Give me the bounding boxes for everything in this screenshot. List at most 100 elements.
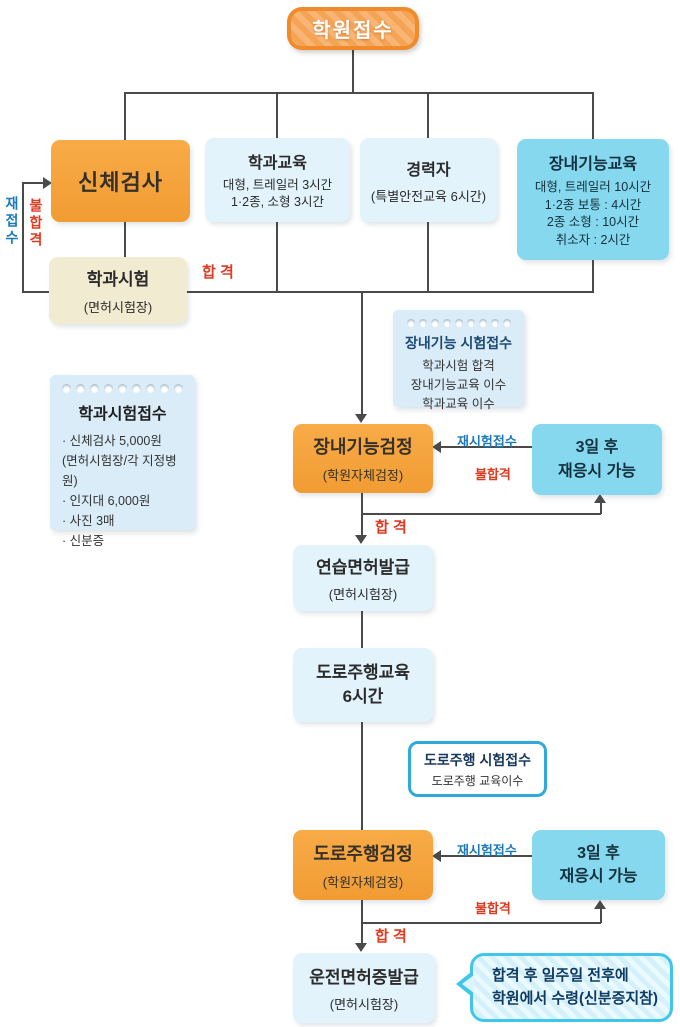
node-experienced-sub: (특별안전교육 6시간) [370,188,487,204]
node-retry-3days-1: 3일 후 재응시 가능 [532,424,662,495]
connector-top-horizontal [124,92,594,94]
node-course-skill-education: 장내기능교육 대형, 트레일러 10시간 1·2종 보통 : 4시간 2종 소형… [517,139,669,260]
node-subject-exam-sub: (면허시험장) [83,300,153,315]
node-academy-register-label: 학원접수 [291,11,415,46]
connector-loop-top [22,182,44,184]
note-road-driving-register: 도로주행 시험접수 도로주행 교육이수 [408,741,547,797]
arrowhead-into-body-check [43,177,52,189]
node-retry-3days-1-line1: 3일 후 [575,439,619,457]
connector-pass2-down [361,900,363,945]
note-subject-exam-line5: · 신분증 [62,534,105,548]
note-subject-exam-line4: · 사진 3매 [62,514,115,528]
node-experienced: 경력자 (특별안전교육 6시간) [360,138,497,222]
connector-body-to-exam [124,222,126,257]
node-subject-education-line2: 1·2종, 소형 3시간 [231,195,324,209]
arrowhead-fail2 [594,900,606,909]
node-practice-license-sub: (면허시험장) [328,587,398,602]
connector-subject-edu-down [276,222,278,292]
node-road-driving-education-line2: 6시간 [342,687,384,706]
note-subject-exam-register-title: 학과시험접수 [78,406,167,423]
note-course-skill-register: 장내기능 시험접수 학과시험 합격 장내기능교육 이수 학과교육 이수 [393,310,524,411]
node-course-skill-education-line3: 2종 소형 : 10시간 [546,215,640,229]
note-subject-exam-line2: (면허시험장/각 지정병원) [62,454,177,488]
node-experienced-title: 경력자 [406,161,451,179]
bubble-line1: 합격 후 일주일 전후에 [492,967,629,984]
node-road-driving-test-title: 도로주행검정 [313,843,413,864]
node-license-issue-sub: (면허시험장) [329,997,399,1012]
connector-drop-course-edu [592,92,594,139]
node-course-skill-education-line4: 취소자 : 2시간 [555,232,631,247]
connector-drop-experienced [427,92,429,138]
label-pass-3: 합 격 [375,928,407,945]
bubble-license-pickup: 합격 후 일주일 전후에 학원에서 수령(신분증지참) [470,953,673,1022]
note-road-driving-register-sub: 도로주행 교육이수 [431,773,524,788]
node-course-skill-education-title: 장내기능교육 [548,156,638,173]
connector-fail2-up [600,905,602,923]
connector-drop-body-check [124,92,126,140]
node-physical-exam: 신체검사 [51,140,190,222]
connector-retest1 [441,446,532,448]
label-pass-1: 합 격 [202,264,234,281]
connector-loop-vertical [22,183,24,293]
label-pass-2: 합 격 [375,519,407,536]
node-road-driving-test-sub: (학원자체검정) [322,874,404,890]
connector-center-down [361,291,363,416]
connector-title-down [352,50,354,93]
node-course-skill-test-title: 장내기능검정 [313,437,413,457]
note-subject-exam-register: 학과시험접수 · 신체검사 5,000원 (면허시험장/각 지정병원) · 인지… [50,375,195,548]
arrowhead-into-course-test [355,414,367,423]
note-course-skill-line2: 장내기능교육 이수 [410,377,507,392]
node-course-skill-test: 장내기능검정 (학원자체검정) [293,424,433,493]
node-retry-3days-2-line1: 3일 후 [577,844,620,862]
label-retest-register-2: 재시험접수 [457,843,517,858]
note-course-skill-line3: 학과교육 이수 [422,396,495,411]
node-physical-exam-title: 신체검사 [78,170,163,195]
punch-holes [50,384,195,393]
bubble-line2: 학원에서 수령(신분증지참) [492,989,658,1007]
arrowhead-into-practice-license [355,535,367,544]
node-practice-license: 연습면허발급 (면허시험장) [293,545,433,611]
node-course-skill-education-line1: 대형, 트레일러 10시간 [534,180,652,194]
node-retry-3days-2: 3일 후 재응시 가능 [532,830,665,900]
arrowhead-retest2 [432,850,441,862]
note-course-skill-register-title: 장내기능 시험접수 [405,335,512,351]
node-subject-education-title: 학과교육 [248,154,307,172]
connector-merge-horizontal [187,291,594,293]
label-fail-2: 불합격 [475,901,511,916]
label-re-register: 재접수 [4,196,20,247]
note-road-driving-register-title: 도로주행 시험접수 [424,751,531,768]
node-practice-license-title: 연습면허발급 [316,558,410,577]
arrowhead-into-license-issue [355,943,367,952]
node-subject-exam: 학과시험 (면허시험장) [49,257,187,324]
node-academy-register: 학원접수 [287,7,419,50]
node-subject-education: 학과교육 대형, 트레일러 3시간 1·2종, 소형 3시간 [205,138,350,222]
node-subject-education-line1: 대형, 트레일러 3시간 [222,177,333,192]
note-subject-exam-line1: · 신체검사 5,000원 [62,434,162,448]
connector-roadedu-to-roadtest [361,722,363,830]
label-fail-left: 불합격 [28,198,44,249]
connector-fail2-horizontal [361,922,601,924]
connector-retest2 [441,855,532,857]
connector-drop-subject-edu [276,92,278,138]
connector-experienced-down [427,222,429,292]
connector-loop-bottom [22,291,49,293]
connector-pass1-down [361,493,363,537]
node-retry-3days-2-line2: 재응시 가능 [559,868,638,885]
node-road-driving-education: 도로주행교육 6시간 [293,648,433,722]
node-license-issue: 운전면허증발급 (면허시험장) [293,953,435,1023]
node-retry-3days-1-line2: 재응시 가능 [557,462,637,480]
bubble-tail-inner [462,975,474,993]
node-road-driving-test: 도로주행검정 (학원자체검정) [293,830,433,900]
label-retest-register-1: 재시험접수 [457,434,517,449]
punch-holes [393,319,524,327]
connector-fail1-up [600,498,602,514]
node-subject-exam-title: 학과시험 [86,270,150,289]
arrowhead-fail1 [594,494,606,503]
node-road-driving-education-line1: 도로주행교육 [316,663,410,683]
note-course-skill-line1: 학과시험 합격 [422,359,495,373]
note-subject-exam-line3: · 인지대 6,000원 [62,494,151,508]
connector-fail1-horizontal [361,513,601,515]
arrowhead-retest1 [432,441,441,453]
node-course-skill-test-sub: (학원자체검정) [322,468,404,483]
